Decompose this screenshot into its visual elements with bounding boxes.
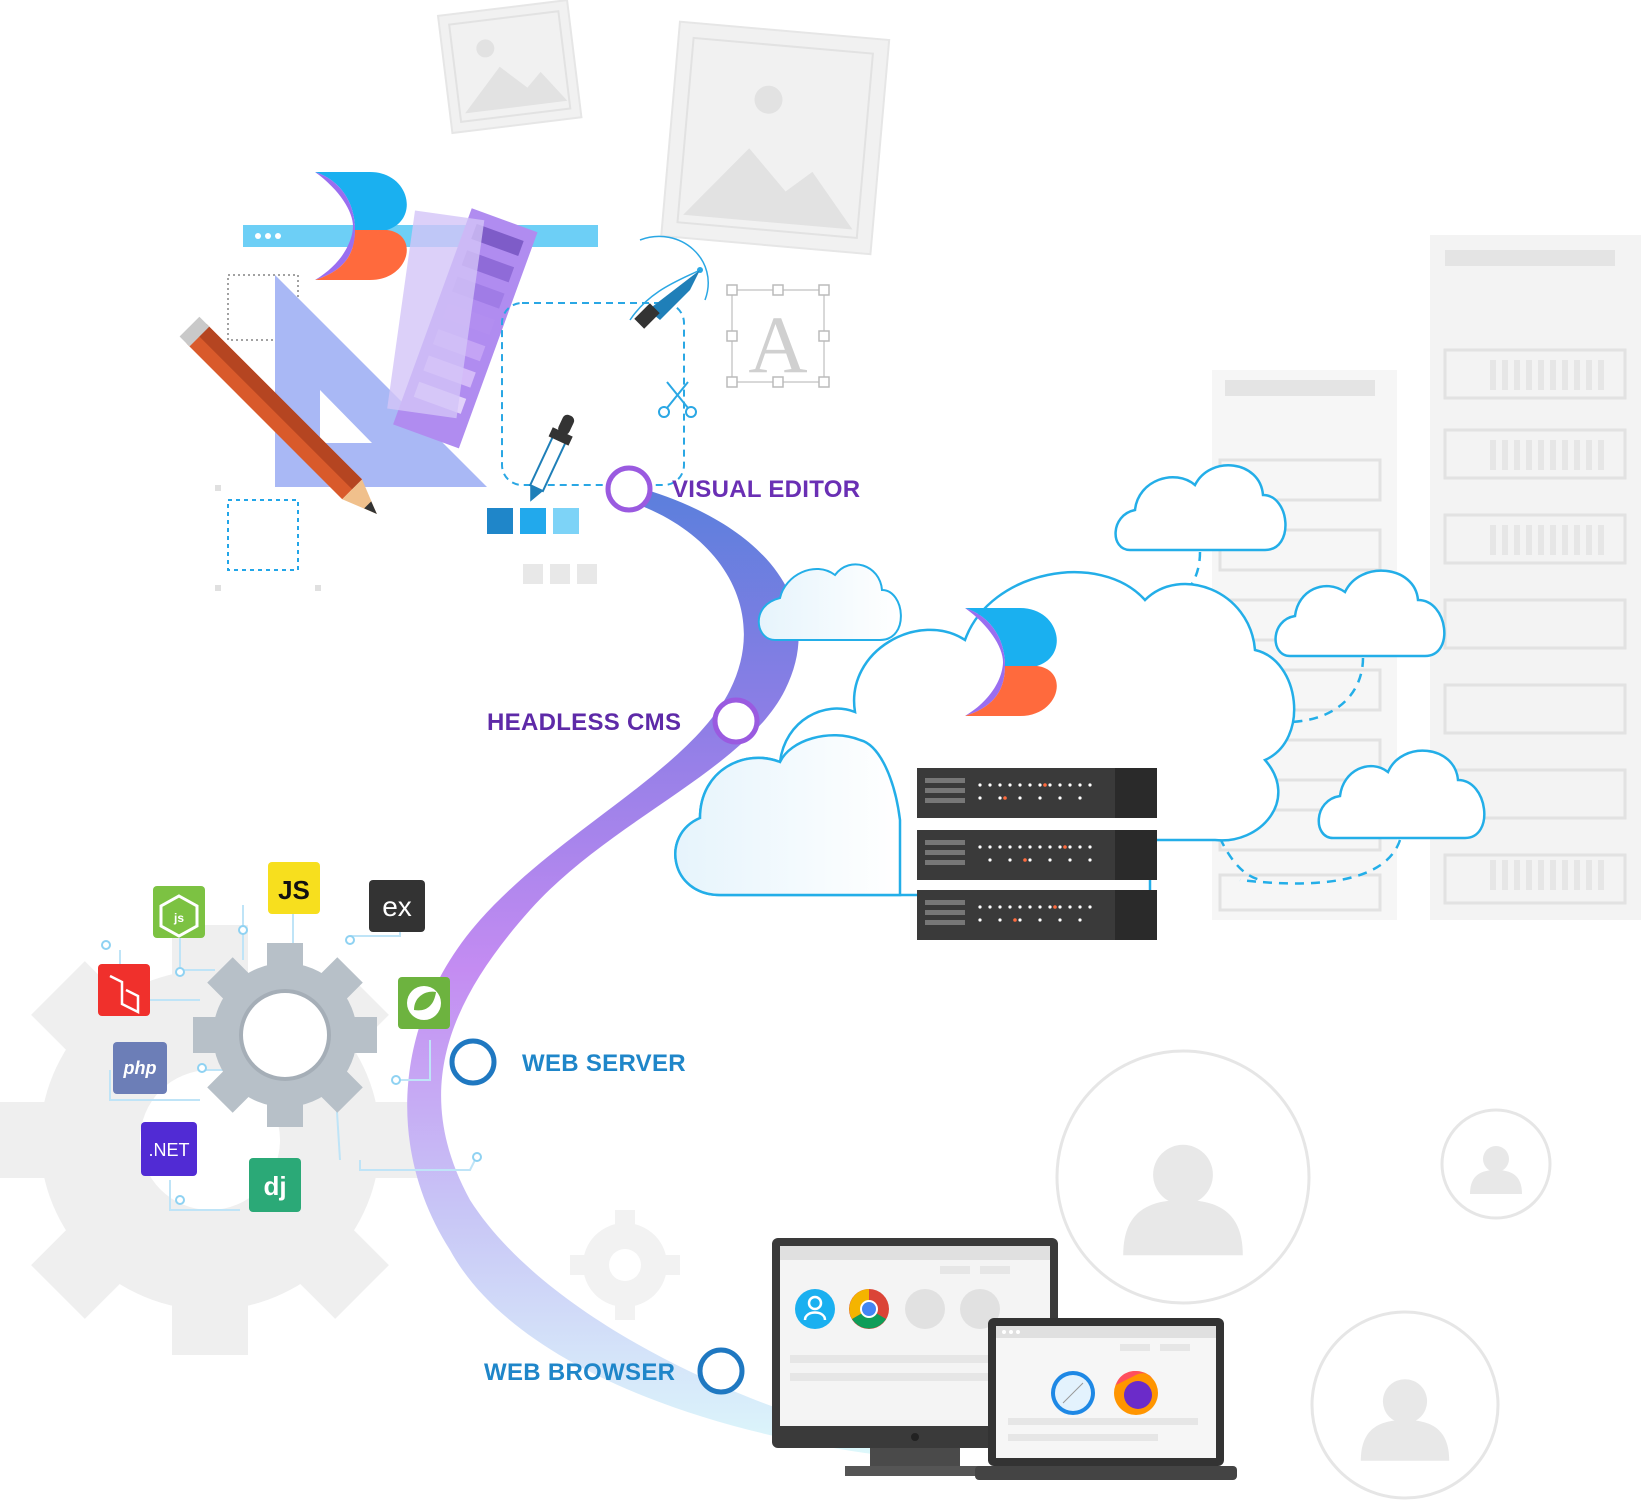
server-stack-icon <box>917 768 1157 940</box>
express-logo-icon: ex <box>369 880 425 932</box>
stage-marker <box>605 465 653 513</box>
gear-icon <box>193 943 377 1127</box>
js-badge-label: JS <box>278 875 310 905</box>
stage-marker <box>449 1038 497 1086</box>
dotnet-logo-icon: .NET <box>141 1122 197 1176</box>
brand-logo-icon <box>965 608 1057 716</box>
nodejs-logo-icon: js <box>153 886 205 938</box>
safari-icon <box>1051 1371 1095 1415</box>
spring-logo-icon <box>398 977 450 1029</box>
image-placeholder-icon <box>660 20 891 256</box>
stage-label: VISUAL EDITOR <box>672 476 860 503</box>
user-avatar-icon <box>1055 1049 1311 1305</box>
stage-marker <box>712 697 760 745</box>
stage-label: WEB BROWSER <box>484 1359 675 1386</box>
dotnet-badge-label: .NET <box>148 1140 189 1160</box>
stage-visual-editor: VISUAL EDITOR <box>605 465 860 513</box>
pen-tool-icon <box>629 235 709 329</box>
cloud-icon <box>1317 749 1486 840</box>
faded-gear-icon <box>0 925 425 1355</box>
image-placeholder-icon <box>436 0 583 135</box>
tech-stack-illustration: js JS ex php .NET <box>98 862 482 1212</box>
profile-icon <box>795 1289 835 1329</box>
stage-web-server: WEB SERVER <box>449 1038 686 1086</box>
cloud-icon <box>1114 464 1287 552</box>
typography-icon: A <box>726 284 830 390</box>
eyedropper-icon <box>528 414 575 502</box>
express-badge-label: ex <box>382 891 412 922</box>
django-badge-label: dj <box>263 1171 286 1201</box>
javascript-logo-icon: JS <box>268 862 320 914</box>
pencil-icon <box>179 316 377 515</box>
chrome-icon <box>849 1289 889 1329</box>
stage-web-browser: WEB BROWSER <box>484 1347 745 1395</box>
cloud-icon <box>1274 569 1446 658</box>
cloud-group <box>674 464 1486 940</box>
svg-text:js: js <box>173 911 184 925</box>
visual-editor-illustration: A <box>179 172 830 591</box>
cloud-icon <box>757 563 902 641</box>
stage-label: WEB SERVER <box>522 1050 686 1077</box>
laptop-icon <box>975 1318 1237 1480</box>
firefox-icon <box>1114 1370 1158 1415</box>
stage-marker <box>697 1347 745 1395</box>
user-avatar-icon <box>1310 1310 1500 1500</box>
user-avatar-icon <box>1440 1108 1552 1220</box>
stage-label: HEADLESS CMS <box>487 709 681 736</box>
brand-logo-icon <box>315 172 407 280</box>
scissors-icon <box>658 381 697 418</box>
stage-headless-cms: HEADLESS CMS <box>487 697 760 745</box>
php-badge-label: php <box>123 1058 157 1078</box>
django-logo-icon: dj <box>249 1158 301 1212</box>
typography-glyph: A <box>748 299 807 390</box>
color-chips <box>487 508 597 584</box>
devices-illustration <box>772 1238 1237 1480</box>
laravel-logo-icon <box>98 964 150 1016</box>
faded-small-gear-icon <box>570 1210 680 1320</box>
php-logo-icon: php <box>113 1042 167 1094</box>
